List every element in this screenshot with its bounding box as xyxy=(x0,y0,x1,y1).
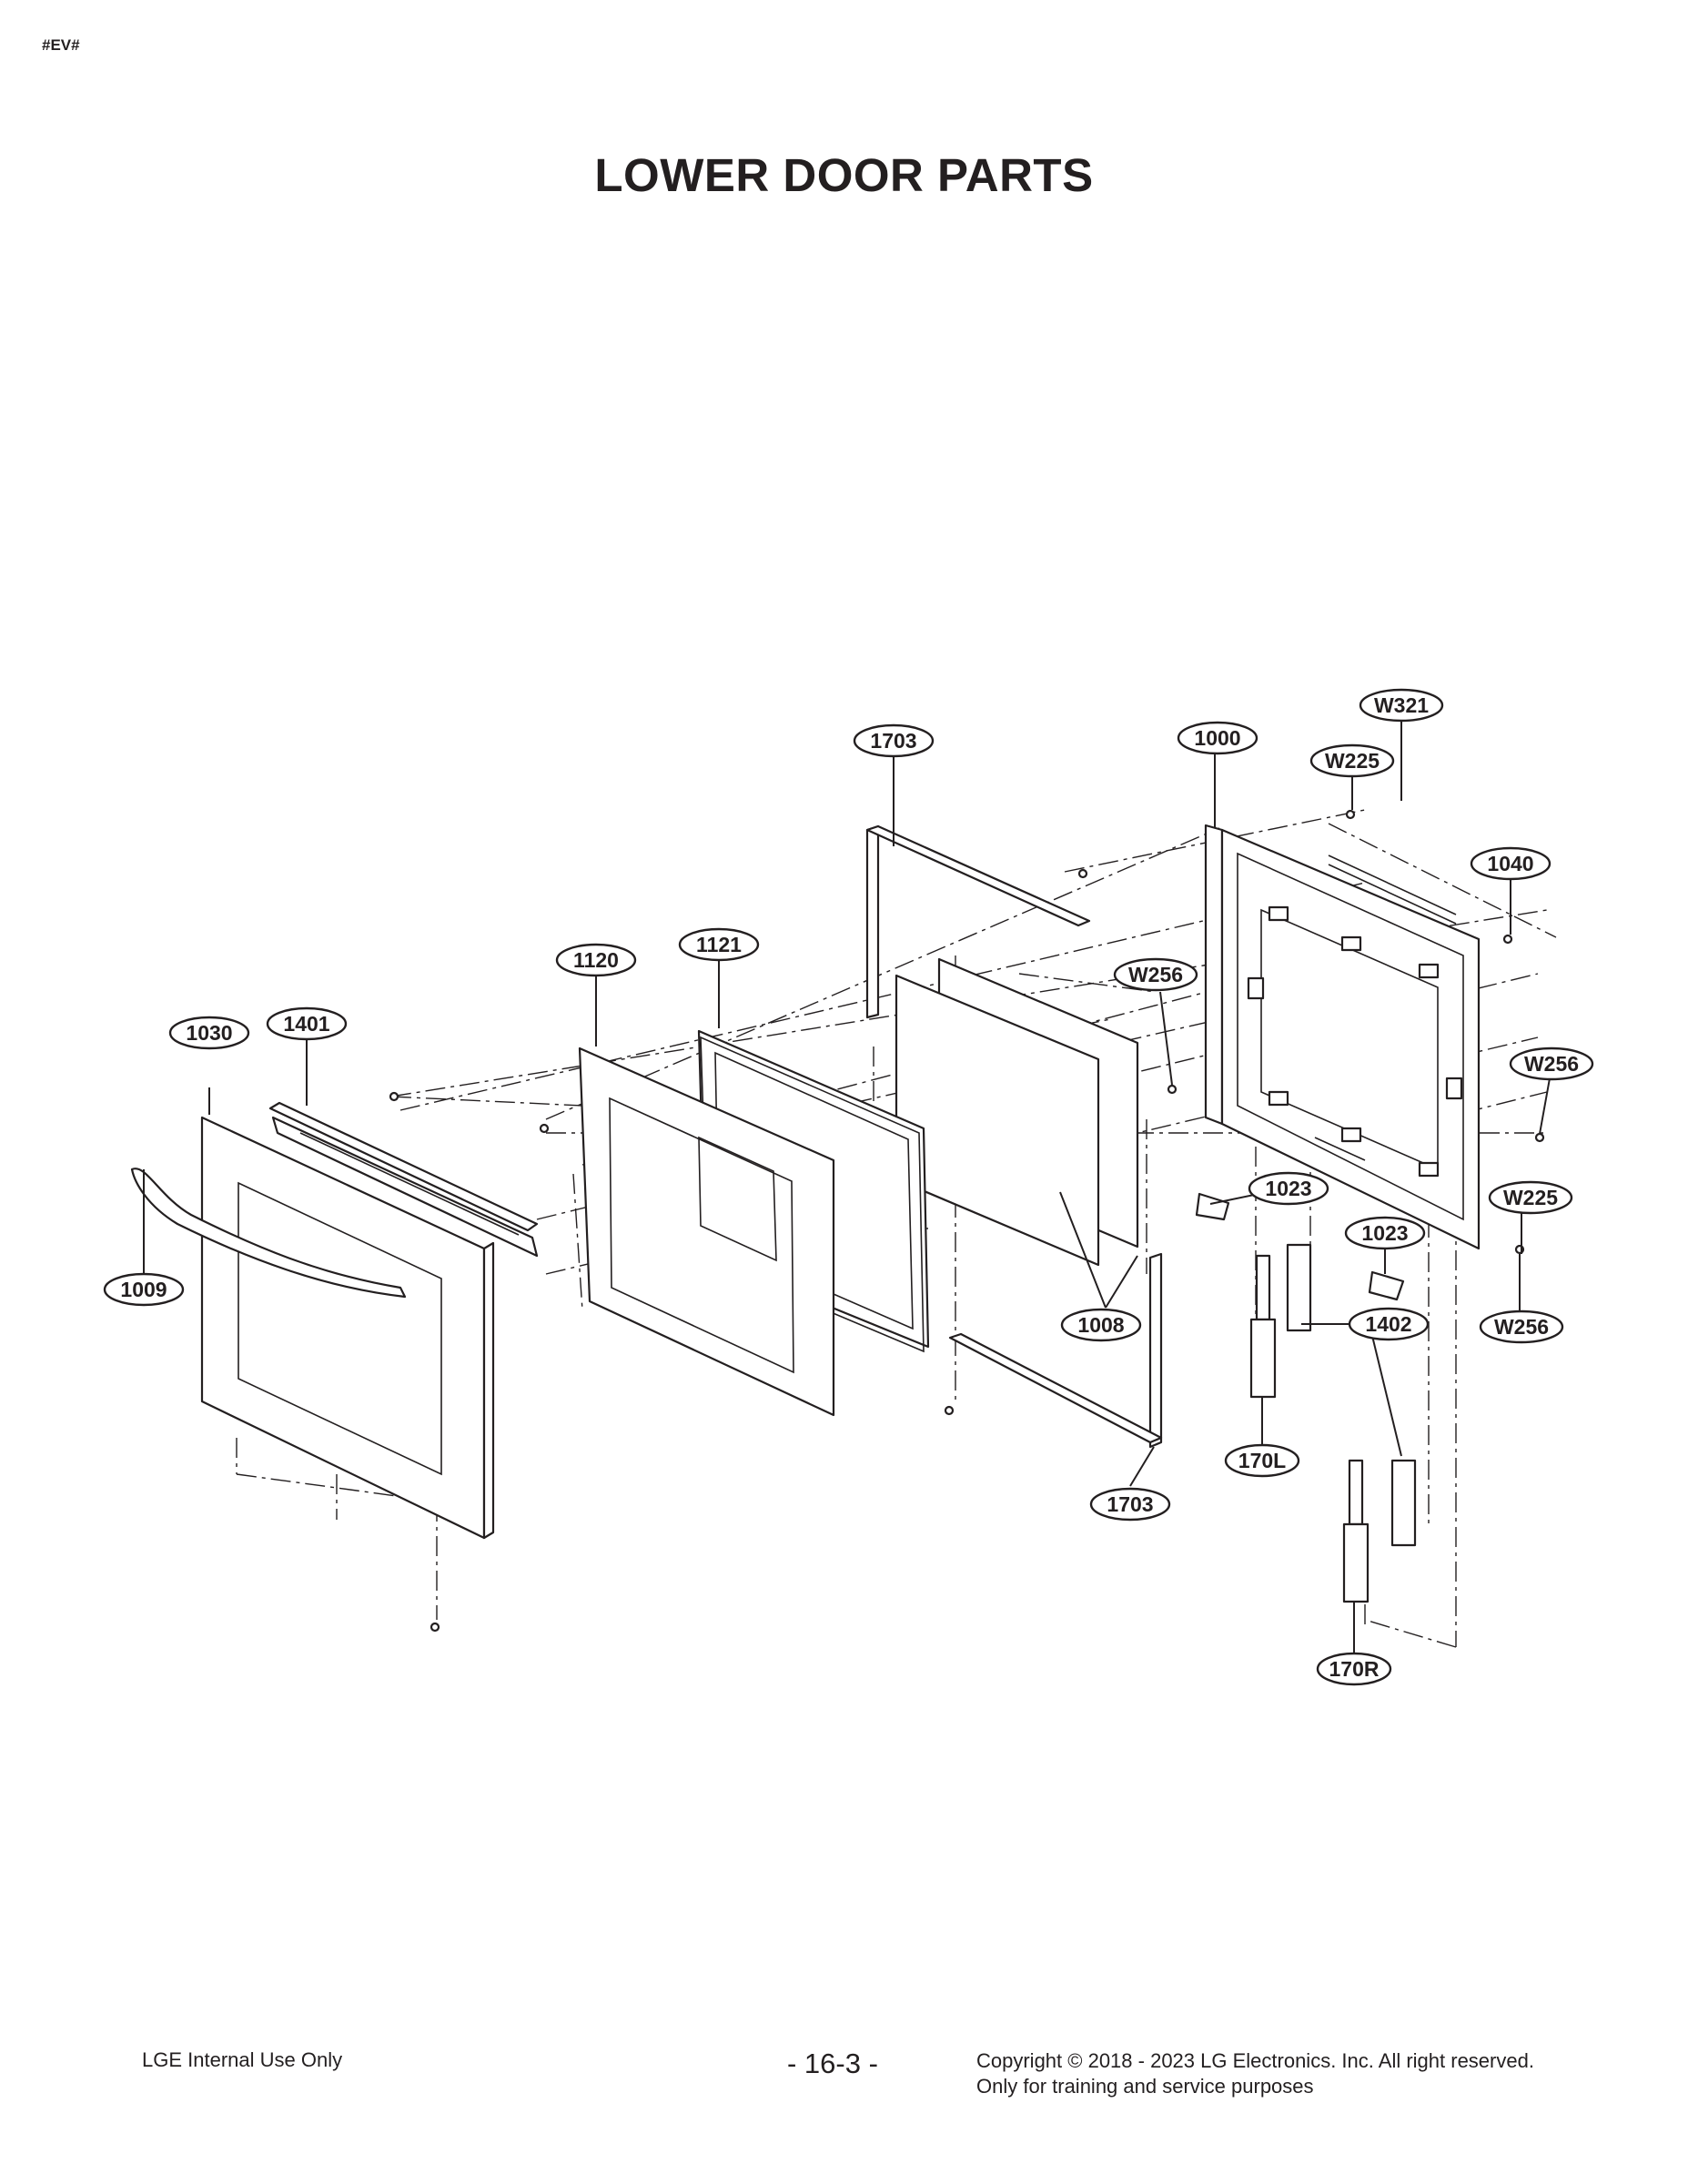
callout-1121: 1121 xyxy=(678,927,760,962)
callout-label: 1401 xyxy=(283,1012,329,1036)
inner-door-panel-1120 xyxy=(578,1046,835,1417)
callout-label: W256 xyxy=(1494,1315,1549,1339)
callout-W225-top: W225 xyxy=(1309,743,1395,778)
hinge-covers-1402 xyxy=(1286,1243,1417,1547)
callout-W321: W321 xyxy=(1359,688,1444,723)
callout-label: 1009 xyxy=(120,1278,167,1301)
callout-label: 1040 xyxy=(1487,852,1533,875)
callout-label: 170R xyxy=(1329,1657,1380,1681)
document-code: #EV# xyxy=(42,36,80,54)
callout-label: 1008 xyxy=(1077,1313,1124,1337)
hinges-170 xyxy=(1249,1254,1370,1603)
seal-strips-1703 xyxy=(865,824,1163,1449)
callout-label: 170L xyxy=(1238,1449,1286,1472)
callout-label: 1023 xyxy=(1361,1221,1408,1245)
footer-copyright: Copyright © 2018 - 2023 LG Electronics. … xyxy=(976,2048,1534,2099)
callout-label: 1402 xyxy=(1365,1312,1411,1336)
callout-1040: 1040 xyxy=(1470,846,1552,881)
callout-1402: 1402 xyxy=(1348,1307,1430,1341)
vent-trim-1401 xyxy=(268,1101,539,1258)
callout-1000: 1000 xyxy=(1177,721,1258,755)
callout-label: 1703 xyxy=(1107,1492,1153,1516)
callout-1703-bottom: 1703 xyxy=(1089,1487,1171,1522)
footer-internal-use: LGE Internal Use Only xyxy=(142,2048,343,2071)
callout-label: 1121 xyxy=(696,933,742,956)
outer-door-panel-1030 xyxy=(200,1116,495,1540)
callout-label: 1120 xyxy=(573,948,619,972)
page-title: LOWER DOOR PARTS xyxy=(594,149,1094,201)
copyright-line: Copyright © 2018 - 2023 LG Electronics. … xyxy=(976,2049,1534,2072)
callout-label: W256 xyxy=(1524,1052,1579,1076)
door-handle-1009 xyxy=(130,1168,407,1299)
callout-label: 1703 xyxy=(870,729,916,753)
rear-door-frame-1000 xyxy=(1204,824,1481,1250)
callout-label: W225 xyxy=(1503,1186,1558,1209)
callout-1401: 1401 xyxy=(266,1006,348,1041)
callout-1023-upper: 1023 xyxy=(1248,1171,1329,1206)
callout-1030: 1030 xyxy=(168,1016,250,1050)
callout-label: 1000 xyxy=(1194,726,1240,750)
stoppers-1023 xyxy=(1195,1192,1405,1301)
screws xyxy=(389,809,1545,1633)
callout-W256-right: W256 xyxy=(1509,1046,1594,1081)
service-purpose-line: Only for training and service purposes xyxy=(976,2075,1314,2098)
glass-panes-1008 xyxy=(895,957,1139,1267)
callout-1023-lower: 1023 xyxy=(1344,1216,1426,1250)
callout-1009: 1009 xyxy=(103,1272,185,1307)
callout-label: W321 xyxy=(1374,693,1429,717)
callout-label: W225 xyxy=(1325,749,1380,773)
page-number: - 16-3 - xyxy=(787,2048,878,2079)
callout-label: 1023 xyxy=(1265,1177,1311,1200)
callout-1008: 1008 xyxy=(1060,1308,1142,1342)
callout-label: W256 xyxy=(1128,963,1183,986)
callout-W256-bottom: W256 xyxy=(1479,1309,1564,1344)
callout-170R: 170R xyxy=(1316,1652,1392,1686)
callout-1120: 1120 xyxy=(555,943,637,977)
callout-W256-mid: W256 xyxy=(1113,957,1198,992)
callout-170L: 170L xyxy=(1224,1443,1300,1478)
callout-W225-right: W225 xyxy=(1488,1180,1573,1215)
callout-label: 1030 xyxy=(186,1021,232,1045)
callout-1703-top: 1703 xyxy=(853,723,935,758)
